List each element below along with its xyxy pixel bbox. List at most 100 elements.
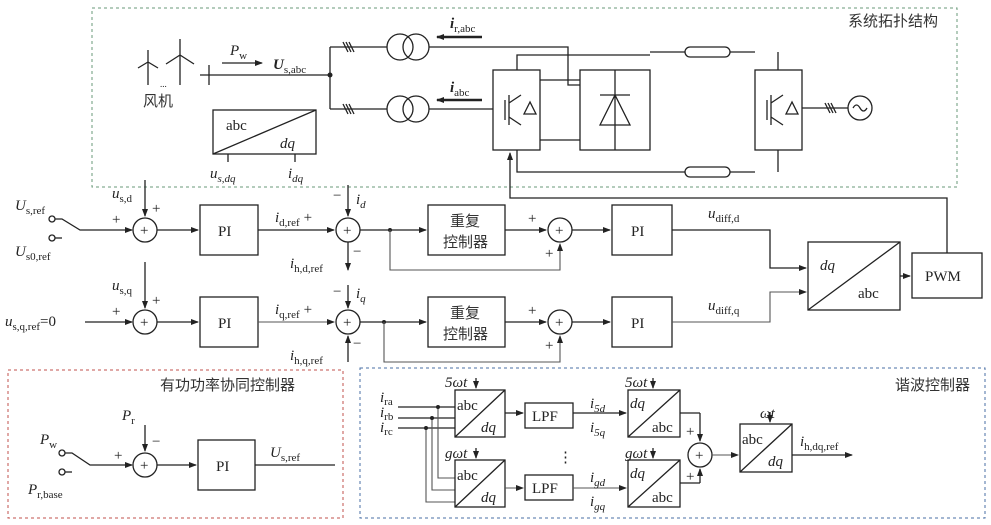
- svg-text:⋮: ⋮: [558, 450, 573, 466]
- svg-text:+: +: [545, 338, 553, 354]
- igq-label: igq: [590, 494, 606, 513]
- svg-text:+: +: [686, 424, 694, 440]
- svg-text:dq: dq: [280, 136, 296, 152]
- svg-text:−: −: [353, 244, 361, 260]
- svg-text:重复: 重复: [450, 304, 480, 322]
- igbt-converter-icon: [492, 69, 541, 151]
- sum-junction-d2: +: [335, 217, 361, 243]
- svg-text:dq: dq: [630, 396, 646, 412]
- us-ref-label: Us,ref: [15, 198, 45, 217]
- igd-label: igd: [590, 470, 606, 489]
- svg-text:dq: dq: [481, 420, 497, 436]
- svg-text:abc: abc: [457, 468, 478, 484]
- svg-text:abc: abc: [858, 286, 879, 302]
- us-q-label: us,q: [112, 278, 133, 297]
- svg-text:控制器: 控制器: [443, 325, 488, 343]
- abc-dq-transform-measure: abc dq: [212, 109, 317, 155]
- id-ref-label: id,ref+: [275, 210, 312, 229]
- i-q-label: iq: [356, 286, 366, 305]
- iq-ref-label: iq,ref+: [275, 302, 312, 321]
- svg-text:重复: 重复: [450, 212, 480, 230]
- sum-junction-q3: +: [547, 309, 573, 335]
- svg-text:+: +: [343, 223, 351, 239]
- svg-text:+: +: [114, 448, 122, 464]
- pi-voltage-d: PI: [199, 204, 259, 256]
- svg-text:PI: PI: [631, 224, 644, 240]
- i5d-label: i5d: [590, 396, 606, 415]
- grid-source-icon: [847, 95, 873, 121]
- pwm-block: PWM: [911, 252, 983, 299]
- sum-junction-harmonic: +: [687, 442, 713, 468]
- ih-dq-ref-label: ih,dq,ref: [800, 434, 839, 453]
- topology-title: 系统拓扑结构: [848, 12, 938, 30]
- us-dq-label: us,dq: [210, 166, 236, 185]
- angle-5wt: 5ωt: [445, 375, 468, 391]
- svg-text:−: −: [333, 188, 341, 204]
- svg-text:+: +: [343, 315, 351, 331]
- pw-label: Pw: [39, 432, 57, 451]
- angle-gwt-inverse: gωt: [625, 446, 648, 462]
- sum-junction-d3: +: [547, 217, 573, 243]
- svg-text:+: +: [140, 458, 148, 474]
- svg-text:+: +: [528, 303, 536, 319]
- svg-text:+: +: [112, 304, 120, 320]
- turbine-dots: ...: [160, 79, 167, 89]
- pi-voltage-q: PI: [199, 296, 259, 348]
- svg-text:dq: dq: [820, 258, 836, 274]
- pr-base-label: Pr,base: [27, 482, 63, 501]
- svg-text:LPF: LPF: [532, 409, 558, 425]
- sum-junction-q1: +: [132, 309, 158, 335]
- svg-text:dq: dq: [768, 454, 784, 470]
- angle-wt: ωt: [760, 406, 776, 422]
- dq-abc-transform: dq abc: [807, 241, 901, 311]
- pw-top-label: Pw: [229, 43, 247, 62]
- us-ref-output-label: Us,ref: [270, 445, 300, 464]
- ih-d-ref-label: ih,d,ref: [290, 256, 323, 275]
- svg-text:abc: abc: [226, 118, 247, 134]
- svg-text:−: −: [152, 434, 160, 450]
- power-switch[interactable]: [58, 449, 133, 476]
- sum-junction-q2: +: [335, 309, 361, 335]
- i-d-label: id: [356, 192, 366, 211]
- turbine-label: 风机: [143, 92, 173, 110]
- pi-current-q: PI: [611, 296, 673, 348]
- inductor-icon: [684, 46, 731, 178]
- svg-text:+: +: [528, 211, 536, 227]
- i-dq-label: idq: [288, 166, 304, 185]
- pi-current-d: PI: [611, 204, 673, 256]
- svg-text:+: +: [112, 212, 120, 228]
- svg-text:+: +: [686, 469, 694, 485]
- sum-junction-d1: +: [132, 217, 158, 243]
- reference-switch[interactable]: [48, 215, 133, 242]
- i-abc-label: iabc: [450, 80, 470, 99]
- lpf-gth: LPF: [524, 474, 574, 501]
- svg-text:−: −: [333, 284, 341, 300]
- svg-text:dq: dq: [630, 466, 646, 482]
- us-d-label: us,d: [112, 186, 133, 205]
- lpf-5th: LPF: [524, 402, 574, 429]
- active-power-frame: [7, 369, 344, 519]
- svg-text:PI: PI: [216, 459, 229, 475]
- pr-label: Pr: [121, 408, 135, 427]
- angle-5wt-inverse: 5ωt: [625, 375, 648, 391]
- svg-text:+: +: [555, 315, 563, 331]
- svg-text:+: +: [555, 223, 563, 239]
- ih-q-ref-label: ih,q,ref: [290, 348, 323, 367]
- svg-text:+: +: [152, 293, 160, 309]
- udiff-d-label: udiff,d: [708, 206, 740, 225]
- irc-label: irc: [380, 420, 393, 438]
- i5q-label: i5q: [590, 420, 606, 439]
- diode-rectifier-icon: [579, 69, 651, 151]
- ir-abc-label: ir,abc: [450, 16, 476, 35]
- svg-text:+: +: [140, 315, 148, 331]
- usq-ref-label: us,q,ref=0: [5, 314, 56, 333]
- svg-text:+: +: [152, 201, 160, 217]
- svg-text:abc: abc: [457, 398, 478, 414]
